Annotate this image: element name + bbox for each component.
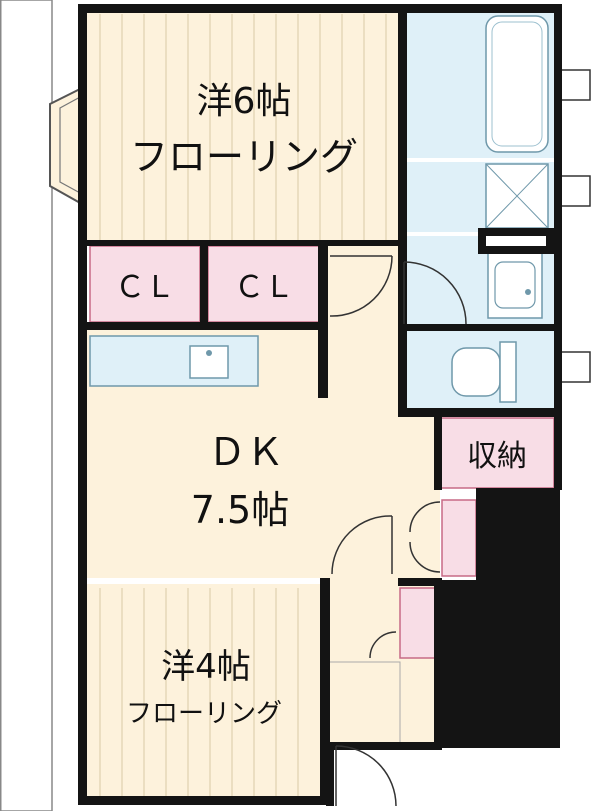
balcony: [0, 0, 53, 811]
bay-window: [49, 86, 83, 206]
room-label-western-4: 洋4帖: [161, 647, 251, 687]
room-western-4: [86, 584, 322, 802]
floor-label-western-6: フローリング: [130, 135, 358, 179]
storage-closet: [439, 417, 555, 489]
entrance: [325, 661, 401, 747]
room-label-dk: ＤＫ: [208, 430, 284, 474]
walls: [78, 4, 562, 806]
room-size-dk: 7.5帖: [191, 488, 289, 532]
doors: [329, 69, 591, 807]
shoe-closet: [399, 499, 477, 659]
void-area: [440, 488, 560, 748]
laundry-area: [406, 162, 554, 232]
floor-label-western-4: フローリング: [126, 699, 282, 729]
kitchen-counter: [89, 335, 259, 387]
closet-label-left: ＣＬ: [115, 270, 175, 305]
room-western-6: [86, 10, 402, 242]
storage-label: 収納: [467, 439, 527, 474]
closet-label-right: ＣＬ: [234, 270, 294, 305]
toilet-room: [406, 330, 554, 410]
room-label-western-6: 洋6帖: [197, 81, 292, 122]
bathroom: [406, 10, 554, 158]
